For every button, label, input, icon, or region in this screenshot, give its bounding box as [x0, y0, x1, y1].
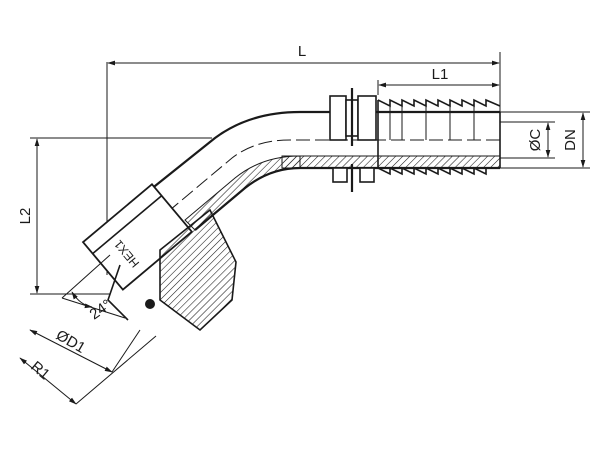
collar-lower-right	[359, 167, 375, 183]
r1-line	[19, 357, 77, 405]
dimension-oc-dn: ØC DN	[500, 111, 590, 169]
dn-label: DN	[562, 129, 579, 151]
od1-extension	[111, 329, 141, 373]
od1-label: ØD1	[53, 327, 88, 357]
angle-arc	[71, 291, 93, 309]
swivel-nut: HEX1	[81, 182, 237, 332]
oc-label: ØC	[527, 129, 544, 152]
r1-label: R1	[27, 358, 53, 383]
angle-leg-1	[61, 254, 111, 299]
sealing-cone	[107, 264, 129, 321]
centerline	[107, 139, 500, 263]
hex-nut-body	[81, 182, 194, 291]
collar-left	[329, 95, 347, 141]
r1-extension	[75, 335, 157, 405]
dimension-l1: L1	[377, 66, 500, 95]
hex-nut-flat-line	[92, 195, 163, 255]
dim-l1-label: L1	[432, 66, 449, 83]
o-ring	[145, 299, 155, 309]
collar-lower-left	[332, 167, 348, 183]
serration-top	[377, 98, 501, 108]
od1-line	[29, 329, 113, 373]
dim-l2-label: L2	[17, 208, 34, 225]
dim-l-label: L	[298, 43, 306, 60]
dimension-l2: L2	[17, 137, 212, 295]
collar-right	[357, 95, 377, 141]
bent-tube	[107, 110, 500, 263]
nut-section-hatch	[159, 208, 237, 332]
serration-bottom	[377, 166, 500, 176]
bend-outer-edge	[149, 110, 301, 191]
angle-label: 24°	[87, 296, 115, 323]
dimension-r1: R1	[19, 335, 157, 405]
tail-wall-hatch	[281, 155, 501, 169]
